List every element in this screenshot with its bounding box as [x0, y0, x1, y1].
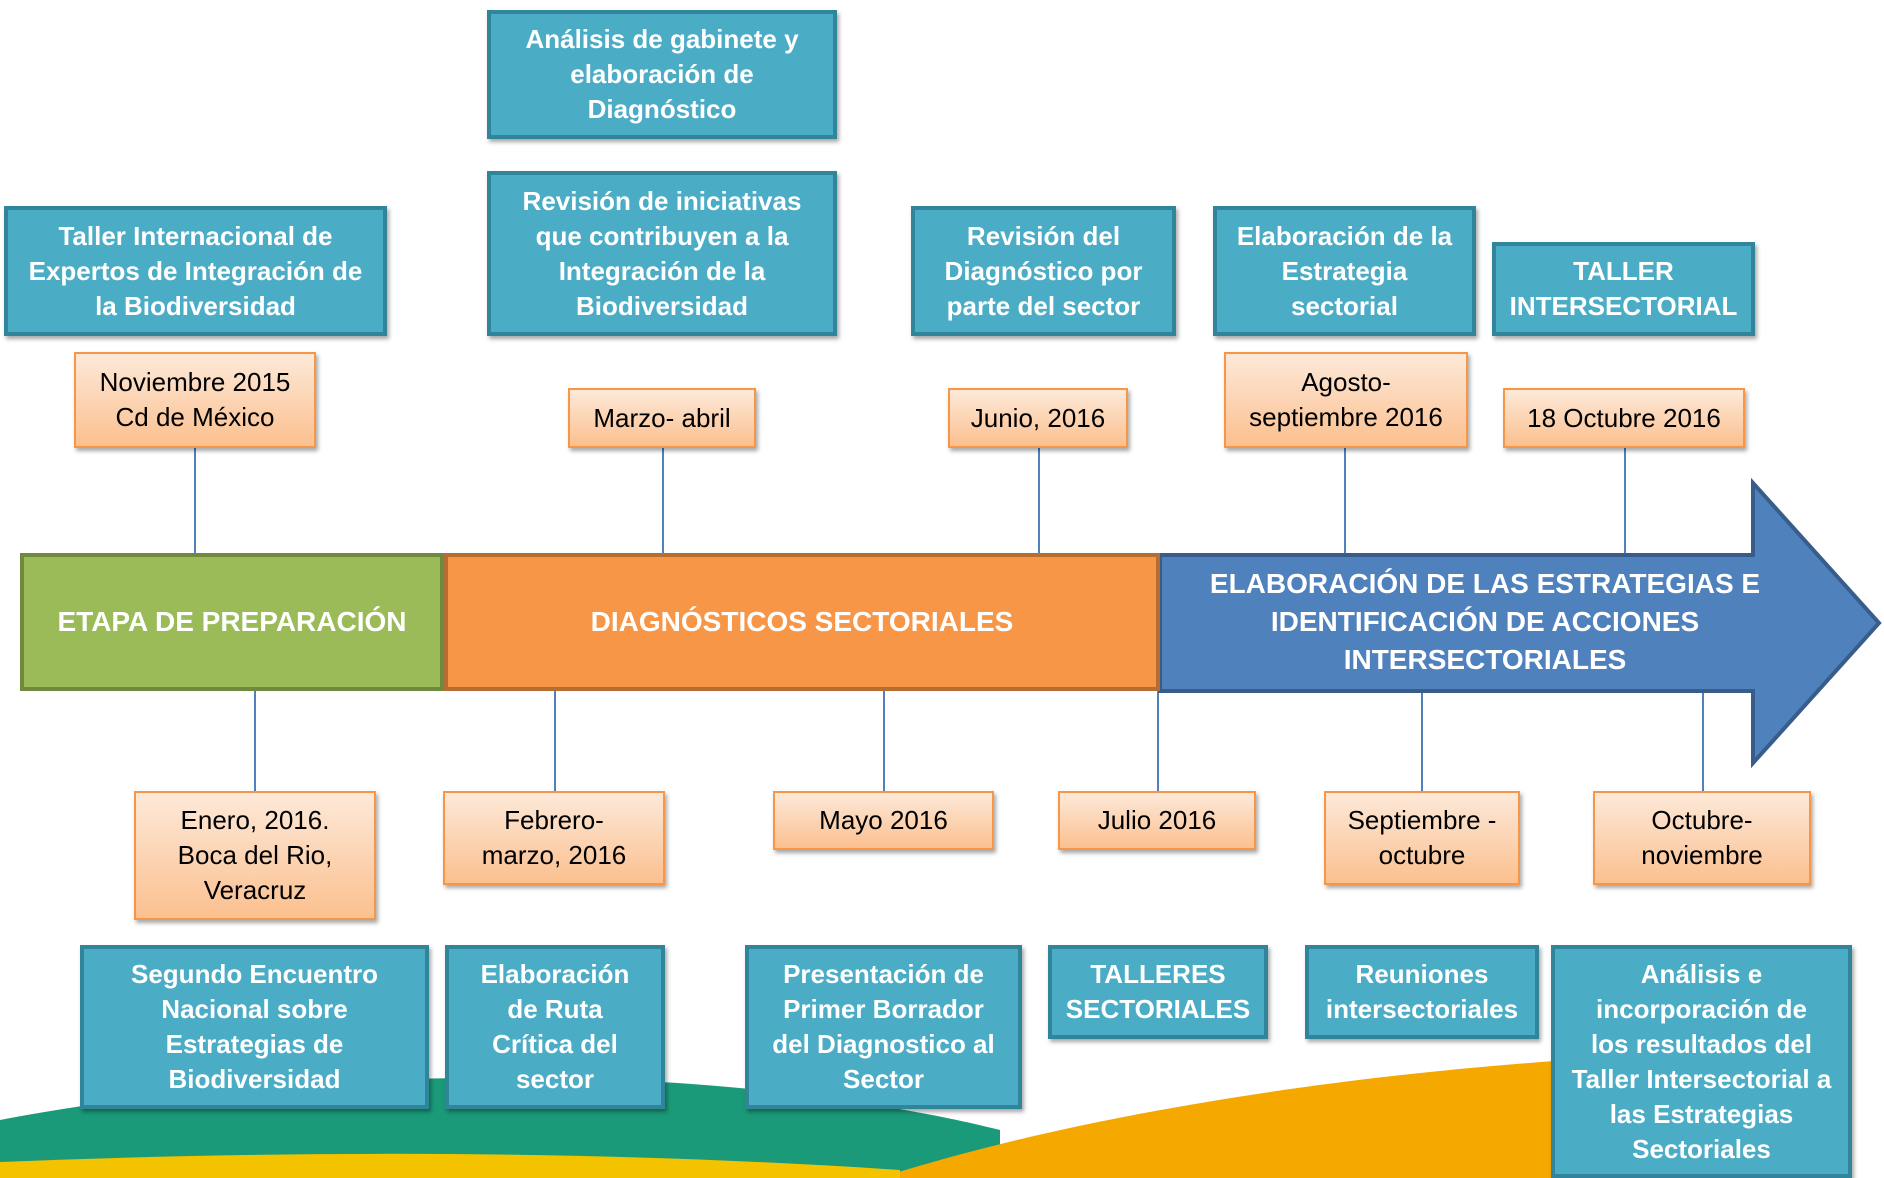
stage-preparation: ETAPA DE PREPARACIÓN	[20, 553, 444, 691]
activity-box: Análisis de gabinete y elaboración de Di…	[487, 10, 837, 139]
date-box: Septiembre - octubre	[1324, 791, 1520, 885]
date-box: Noviembre 2015 Cd de México	[74, 352, 316, 448]
date-box: Marzo- abril	[568, 388, 756, 448]
activity-box: Taller Internacional de Expertos de Inte…	[4, 206, 387, 336]
connector-line	[1702, 691, 1704, 791]
date-box: Octubre- noviembre	[1593, 791, 1811, 885]
activity-box: Revisión del Diagnóstico por parte del s…	[911, 206, 1176, 336]
date-box: Julio 2016	[1058, 791, 1256, 850]
date-box: Enero, 2016. Boca del Rio, Veracruz	[134, 791, 376, 920]
activity-box: Presentación de Primer Borrador del Diag…	[745, 945, 1022, 1109]
timeline-arrow	[1158, 478, 1882, 768]
date-box: Agosto- septiembre 2016	[1224, 352, 1468, 448]
date-box: Mayo 2016	[773, 791, 994, 850]
orange-wave	[880, 1058, 1600, 1178]
activity-box: Elaboración de Ruta Crítica del sector	[445, 945, 665, 1109]
activity-box: Segundo Encuentro Nacional sobre Estrate…	[80, 945, 429, 1109]
stage-diagnostics: DIAGNÓSTICOS SECTORIALES	[444, 553, 1160, 691]
connector-line	[254, 691, 256, 791]
date-box: Junio, 2016	[948, 388, 1128, 448]
connector-line	[554, 691, 556, 791]
connector-line	[1344, 448, 1346, 553]
activity-box: Análisis e incorporación de los resultad…	[1551, 945, 1852, 1178]
stage-strategies: ELABORACIÓN DE LAS ESTRATEGIAS E IDENTIF…	[1209, 568, 1761, 675]
connector-line	[883, 691, 885, 791]
connector-line	[662, 448, 664, 553]
activity-box: Revisión de iniciativas que contribuyen …	[487, 171, 837, 336]
connector-line	[1624, 448, 1626, 553]
date-box: Febrero- marzo, 2016	[443, 791, 665, 885]
activity-box: TALLER INTERSECTORIAL	[1492, 242, 1755, 336]
connector-line	[1157, 691, 1159, 791]
date-box: 18 Octubre 2016	[1503, 388, 1745, 448]
activity-box: TALLERES SECTORIALES	[1048, 945, 1268, 1039]
yellow-wave	[0, 1153, 900, 1178]
activity-box: Elaboración de la Estrategia sectorial	[1213, 206, 1476, 336]
connector-line	[1421, 691, 1423, 791]
connector-line	[1038, 448, 1040, 553]
connector-line	[194, 448, 196, 553]
activity-box: Reuniones intersectoriales	[1305, 945, 1539, 1039]
